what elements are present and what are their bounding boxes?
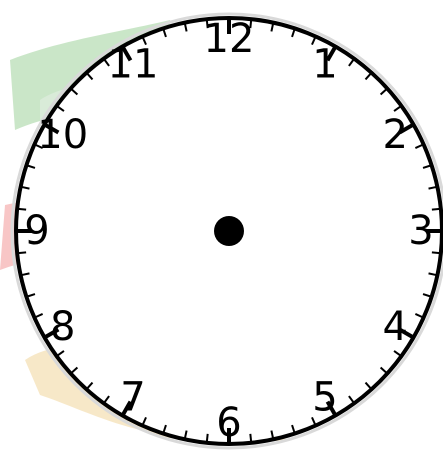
numeral-11: 11 <box>108 42 159 88</box>
numeral-3: 3 <box>408 208 433 254</box>
numeral-5: 5 <box>312 374 337 420</box>
minute-tick <box>207 434 208 442</box>
numeral-7: 7 <box>120 374 145 420</box>
numeral-12: 12 <box>204 16 255 62</box>
numeral-4: 4 <box>383 304 408 350</box>
minute-tick <box>250 434 251 442</box>
clock-center-dot <box>214 216 244 246</box>
numeral-10: 10 <box>37 112 88 158</box>
numeral-8: 8 <box>50 304 75 350</box>
numeral-9: 9 <box>24 208 49 254</box>
numeral-2: 2 <box>383 112 408 158</box>
numeral-6: 6 <box>216 400 241 446</box>
numeral-1: 1 <box>312 42 337 88</box>
